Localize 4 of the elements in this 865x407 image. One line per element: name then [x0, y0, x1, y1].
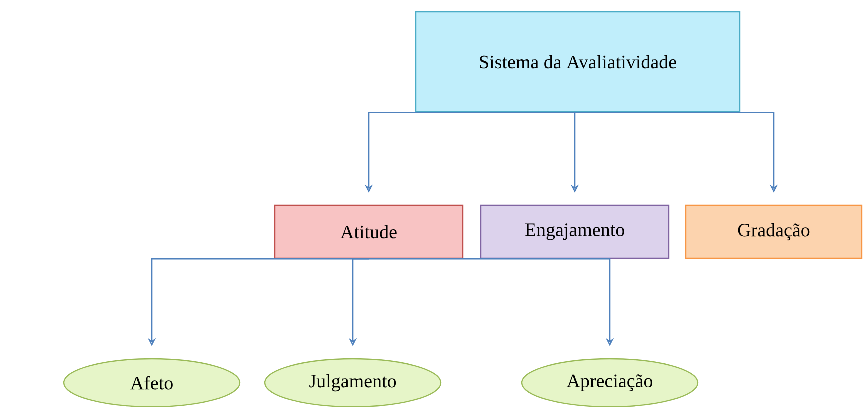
category-box: Engajamento: [480, 204, 670, 260]
category-box: Gradação: [685, 204, 863, 260]
category-box: Atitude: [274, 204, 464, 260]
title-box: Sistema da Avaliatividade: [415, 11, 741, 113]
